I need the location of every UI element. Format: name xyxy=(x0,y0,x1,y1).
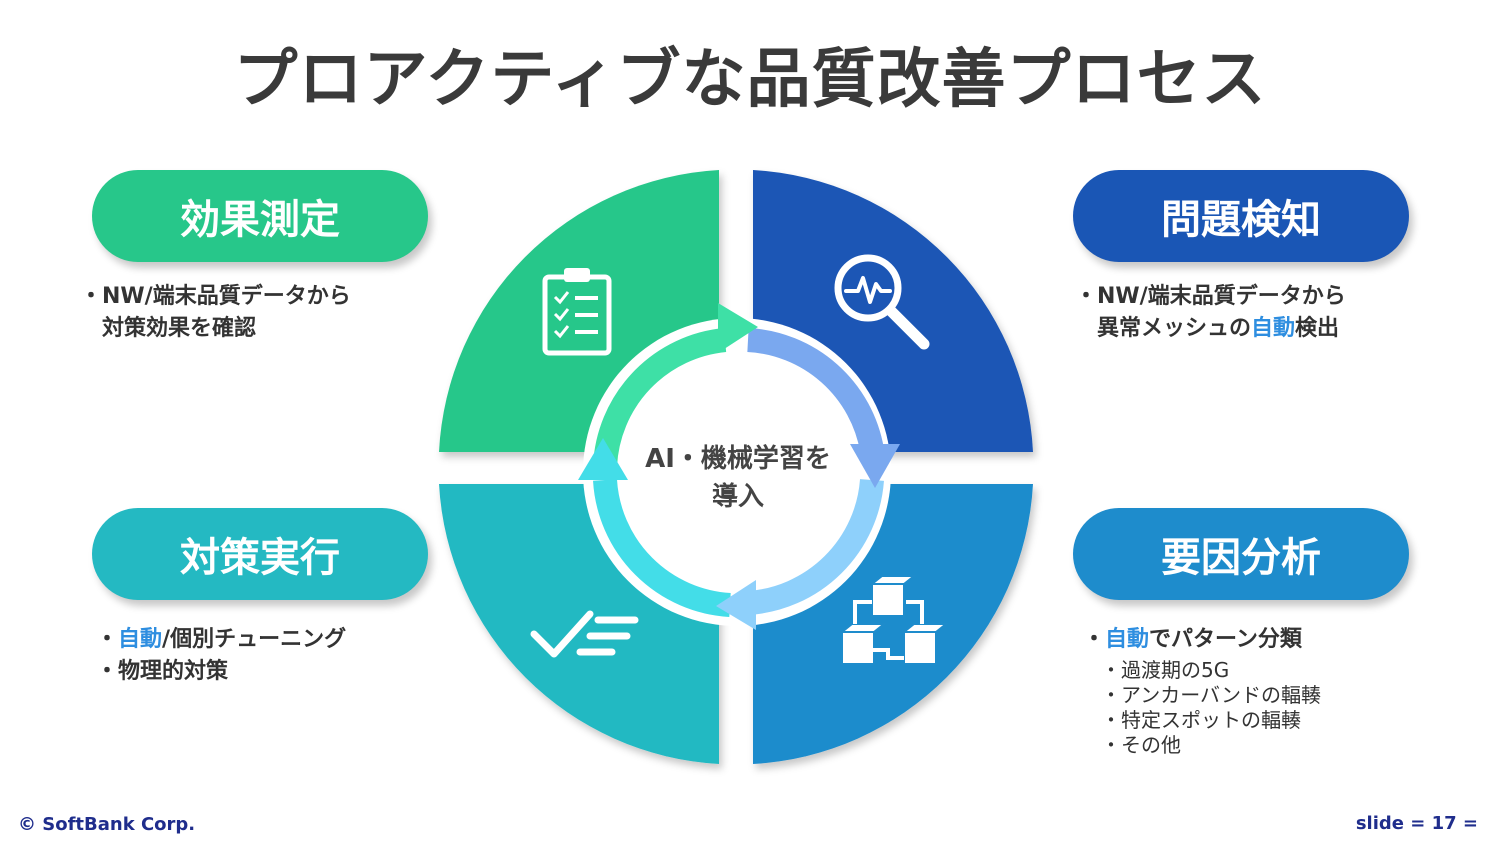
bullet: ・ xyxy=(96,627,119,652)
arrowhead-lightblue xyxy=(716,580,756,630)
ring-arc-green xyxy=(593,328,727,467)
list-item: ・過渡期の5G xyxy=(1101,658,1230,682)
desc-text: 異常メッシュの xyxy=(1097,316,1252,341)
copyright: © SoftBank Corp. xyxy=(18,814,196,835)
desc-line: ・物理的対策 xyxy=(96,659,229,684)
center-disc xyxy=(583,318,891,626)
slide-number: slide = 17 = xyxy=(1355,813,1478,834)
desc-line: 異常メッシュの自動検出 xyxy=(1075,313,1346,345)
desc-line: 対策効果を確認 xyxy=(102,316,257,341)
step-problem-detection-pill: 問題検知 xyxy=(1073,170,1409,262)
desc-line: ・NW/端末品質データから xyxy=(1075,284,1346,309)
highlight-text: 自動 xyxy=(1251,316,1296,341)
step-cause-analysis-pill: 要因分析 xyxy=(1073,508,1409,600)
list-item: ・その他 xyxy=(1101,733,1181,757)
ring-arc-blue xyxy=(747,328,884,453)
desc-line: ・NW/端末品質データから xyxy=(80,284,351,309)
center-label: AI・機械学習を 導入 xyxy=(620,440,856,516)
clipboard-checklist-icon xyxy=(542,268,612,356)
step-countermeasure-execution-pill: 対策実行 xyxy=(92,508,428,600)
cycle-ring xyxy=(593,328,884,617)
effect-measurement-description: ・NW/端末品質データから 対策効果を確認 xyxy=(80,281,351,345)
check-lines-icon xyxy=(530,610,639,658)
list-item: ・アンカーバンドの輻輳 xyxy=(1101,683,1321,707)
bullet: ・ xyxy=(1083,627,1106,652)
cause-analysis-description: ・自動でパターン分類 ・過渡期の5G ・アンカーバンドの輻輳 ・特定スポットの輻… xyxy=(1083,624,1321,758)
highlight-text: 自動 xyxy=(118,627,163,652)
arrowhead-cyan xyxy=(578,438,628,480)
desc-line: ・自動/個別チューニング xyxy=(96,624,346,656)
center-label-line1: AI・機械学習を xyxy=(645,444,831,474)
problem-detection-description: ・NW/端末品質データから 異常メッシュの自動検出 xyxy=(1075,281,1346,345)
countermeasure-execution-description: ・自動/個別チューニング ・物理的対策 xyxy=(96,624,346,688)
cubes-network-icon xyxy=(839,575,949,665)
highlight-text: 自動 xyxy=(1105,627,1150,652)
pattern-subitem-list: ・過渡期の5G ・アンカーバンドの輻輳 ・特定スポットの輻輳 ・その他 xyxy=(1083,658,1321,758)
desc-text: 検出 xyxy=(1295,316,1340,341)
ring-arc-lightblue xyxy=(746,478,884,615)
step-effect-measurement-pill: 効果測定 xyxy=(92,170,428,262)
cycle-diagram xyxy=(439,170,1033,764)
desc-text: /個別チューニング xyxy=(162,627,347,652)
page-title: プロアクティブな品質改善プロセス xyxy=(233,43,1267,117)
desc-line: ・自動でパターン分類 xyxy=(1083,624,1321,656)
list-item: ・特定スポットの輻輳 xyxy=(1101,708,1301,732)
center-label-line2: 導入 xyxy=(711,482,764,512)
arrowhead-blue xyxy=(850,444,900,488)
desc-text: でパターン分類 xyxy=(1149,627,1302,652)
arrowhead-green xyxy=(718,303,758,353)
ring-arc-cyan xyxy=(593,479,731,617)
magnifier-pulse-icon xyxy=(834,254,930,350)
